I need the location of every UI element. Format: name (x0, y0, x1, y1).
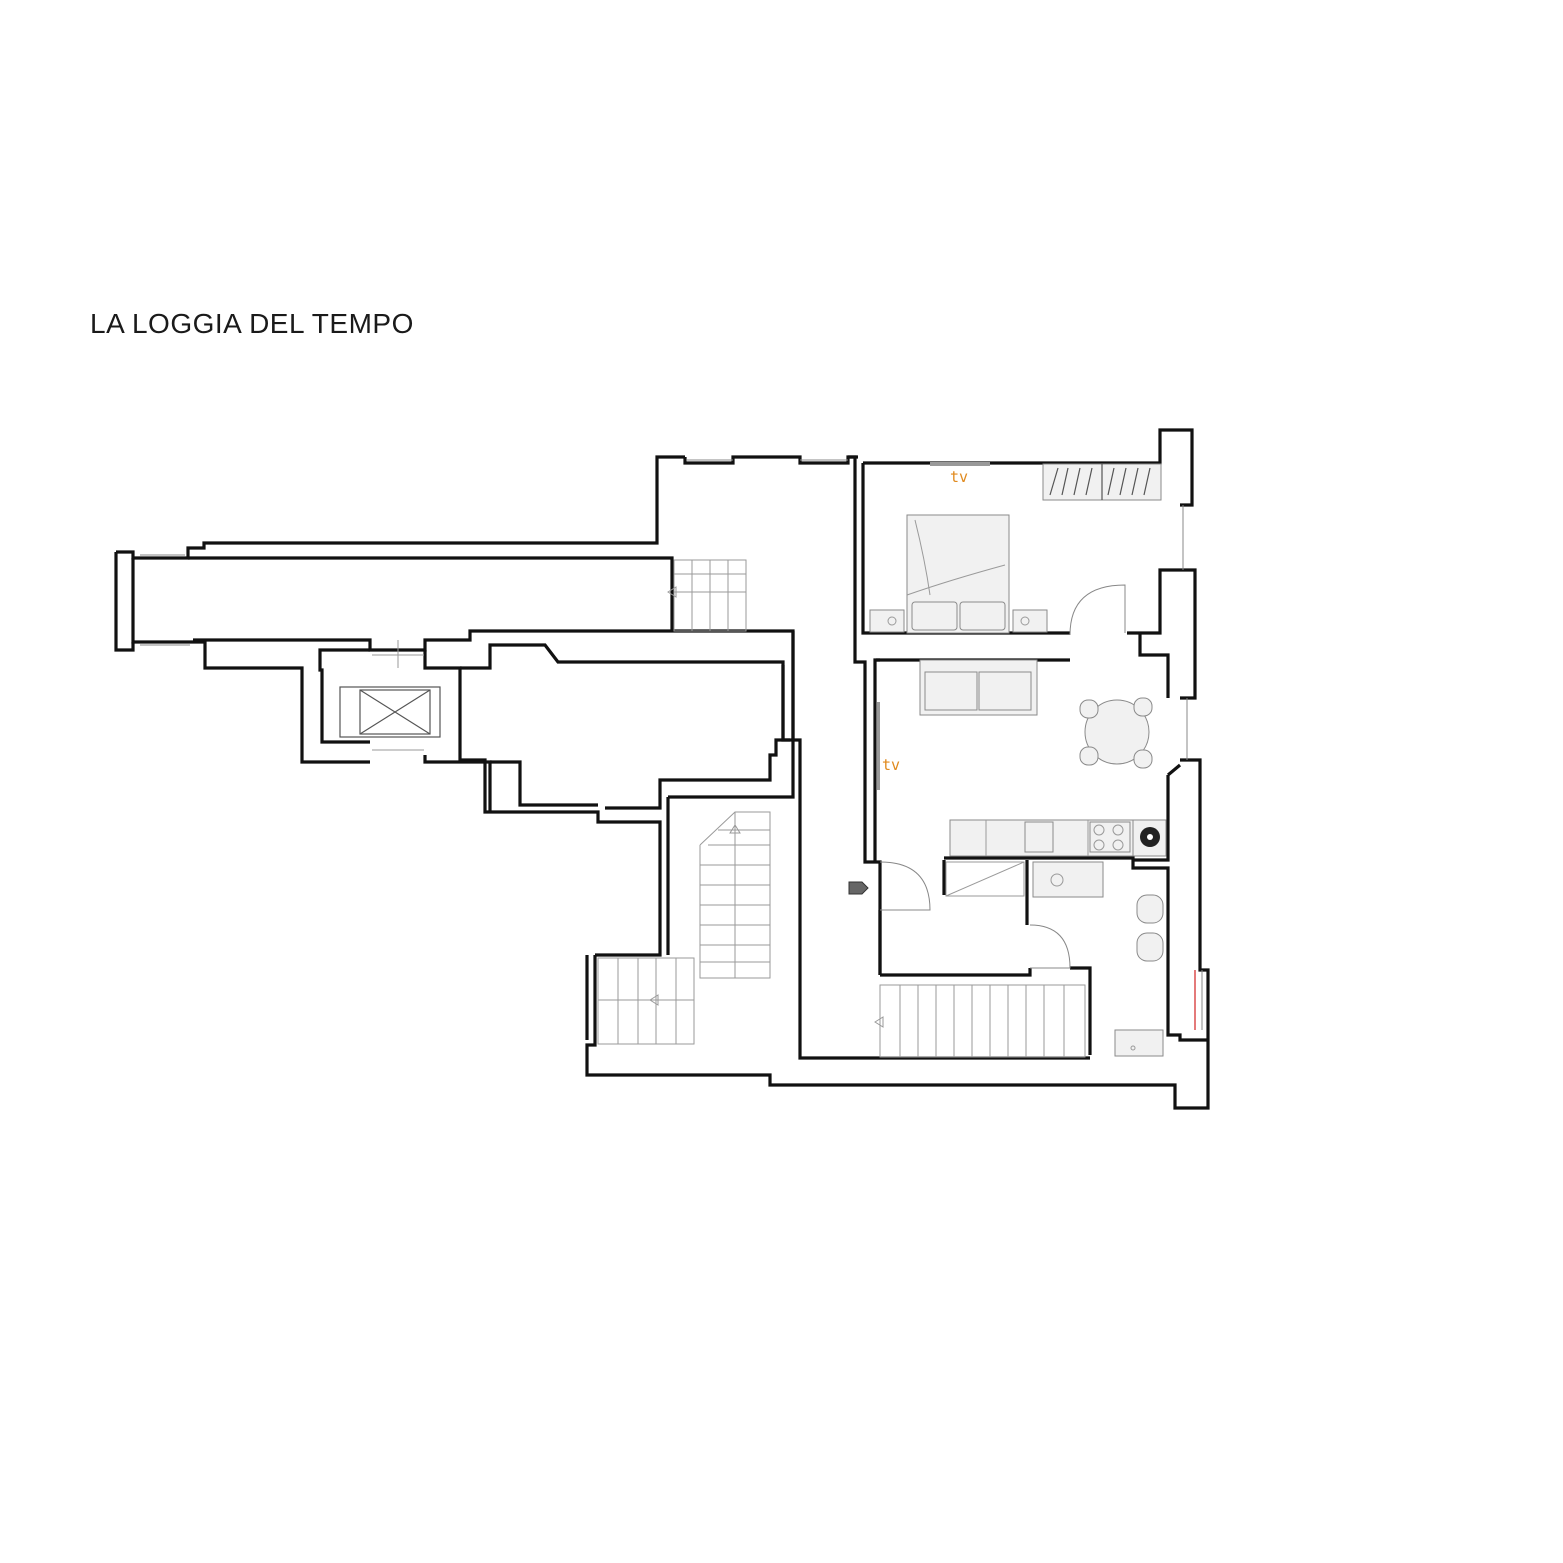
stair-bottom (874, 984, 1086, 1058)
stair-lower-left (597, 957, 695, 1045)
bathroom (1029, 861, 1164, 1057)
dining-table (1079, 697, 1153, 769)
bedroom-door-swing (1069, 584, 1126, 636)
central-walls (585, 455, 1210, 1110)
bath-door-swing (1029, 924, 1071, 969)
entrance-door-swing (879, 861, 931, 911)
tv-unit-bedroom (930, 462, 990, 466)
tv-unit-living (877, 702, 880, 790)
kitchen-counter (949, 819, 1167, 857)
shower-tray (1114, 1029, 1164, 1057)
left-wing-walls (114, 455, 795, 957)
wardrobe (1042, 463, 1162, 501)
page-title: LA LOGGIA DEL TEMPO (90, 308, 414, 339)
utility-closet (945, 861, 1025, 897)
bath-sink (1032, 861, 1104, 898)
nightstand-left (869, 609, 905, 633)
stair-central (699, 811, 771, 979)
bedroom: tv (869, 462, 1162, 636)
tv-label-living: tv (882, 756, 900, 774)
sofa (919, 659, 1038, 716)
windows (140, 459, 1203, 1030)
double-bed (906, 514, 1010, 634)
elevator (339, 640, 441, 751)
living-room: tv (848, 659, 1167, 911)
tv-label-bedroom: tv (950, 468, 968, 486)
toilet (1136, 894, 1164, 924)
stair-upper-left (667, 559, 747, 632)
entrance-arrow-icon (848, 881, 869, 895)
nightstand-right (1012, 609, 1048, 633)
bidet (1136, 932, 1164, 962)
